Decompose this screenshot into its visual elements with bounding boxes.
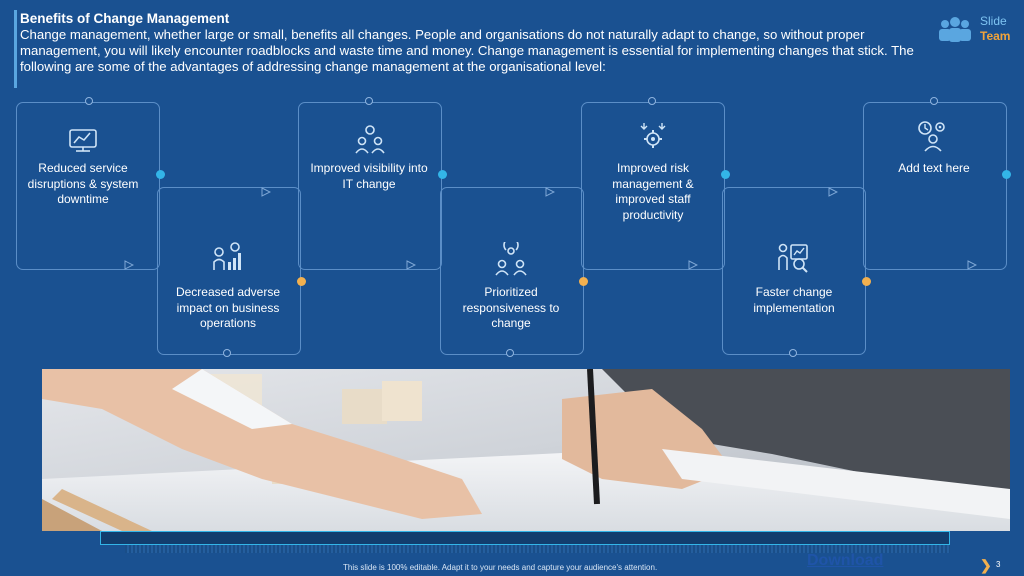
business-signing-photo — [42, 369, 1010, 531]
arrow-right-icon — [261, 187, 271, 197]
connector-dot — [721, 170, 730, 179]
connector-dot — [862, 277, 871, 286]
clock-gear-icon — [918, 121, 945, 152]
connector-dot — [648, 97, 656, 105]
arrow-right-icon — [545, 187, 555, 197]
logo-line2: Team — [980, 29, 1011, 43]
team-cycle-icon — [495, 242, 527, 276]
logo-line1: Slide — [980, 14, 1007, 28]
card-label-3: Improved visibility into IT change — [310, 161, 428, 191]
connector-dot — [1002, 170, 1011, 179]
connector-dot — [365, 97, 373, 105]
slideteam-logo-icon — [939, 17, 971, 42]
card-label-1: Reduced service disruptions & system dow… — [27, 161, 139, 206]
arrow-right-icon — [828, 187, 838, 197]
connector-dot — [930, 97, 938, 105]
gear-arrows-icon — [640, 123, 666, 148]
card-label-4: Prioritized responsiveness to change — [462, 285, 560, 330]
photo-frame-bar — [100, 531, 950, 545]
card-label-6: Faster change implementation — [753, 285, 835, 315]
accent-bar — [14, 10, 17, 88]
slide-title: Benefits of Change Management — [20, 11, 230, 26]
connector-dot — [297, 277, 306, 286]
analysis-icon — [778, 243, 808, 273]
connector-dot — [85, 97, 93, 105]
slide-intro: Change management, whether large or smal… — [20, 27, 914, 74]
card-label-7: Add text here — [898, 161, 970, 175]
footer-note: This slide is 100% editable. Adapt it to… — [343, 563, 658, 572]
card-label-5: Improved risk management & improved staf… — [612, 161, 694, 222]
team-icon — [355, 125, 385, 154]
card-label-2: Decreased adverse impact on business ope… — [175, 285, 281, 330]
growth-chart-icon — [213, 242, 241, 270]
download-link[interactable]: Download — [807, 552, 884, 569]
monitor-chart-icon — [69, 129, 97, 152]
connector-dot — [579, 277, 588, 286]
arrow-right-icon — [688, 260, 698, 270]
arrow-right-icon — [967, 260, 977, 270]
logo-text: Slide Team — [980, 14, 1010, 44]
photo-pattern-strip — [125, 545, 950, 553]
connector-dot — [156, 170, 165, 179]
arrow-right-icon — [406, 260, 416, 270]
page-number: 3 — [996, 560, 1001, 569]
connector-dot — [789, 349, 797, 357]
arrow-right-icon — [124, 260, 134, 270]
chevron-right-icon[interactable]: ❯ — [980, 557, 992, 573]
connector-dot — [223, 349, 231, 357]
connector-dot — [438, 170, 447, 179]
connector-dot — [506, 349, 514, 357]
